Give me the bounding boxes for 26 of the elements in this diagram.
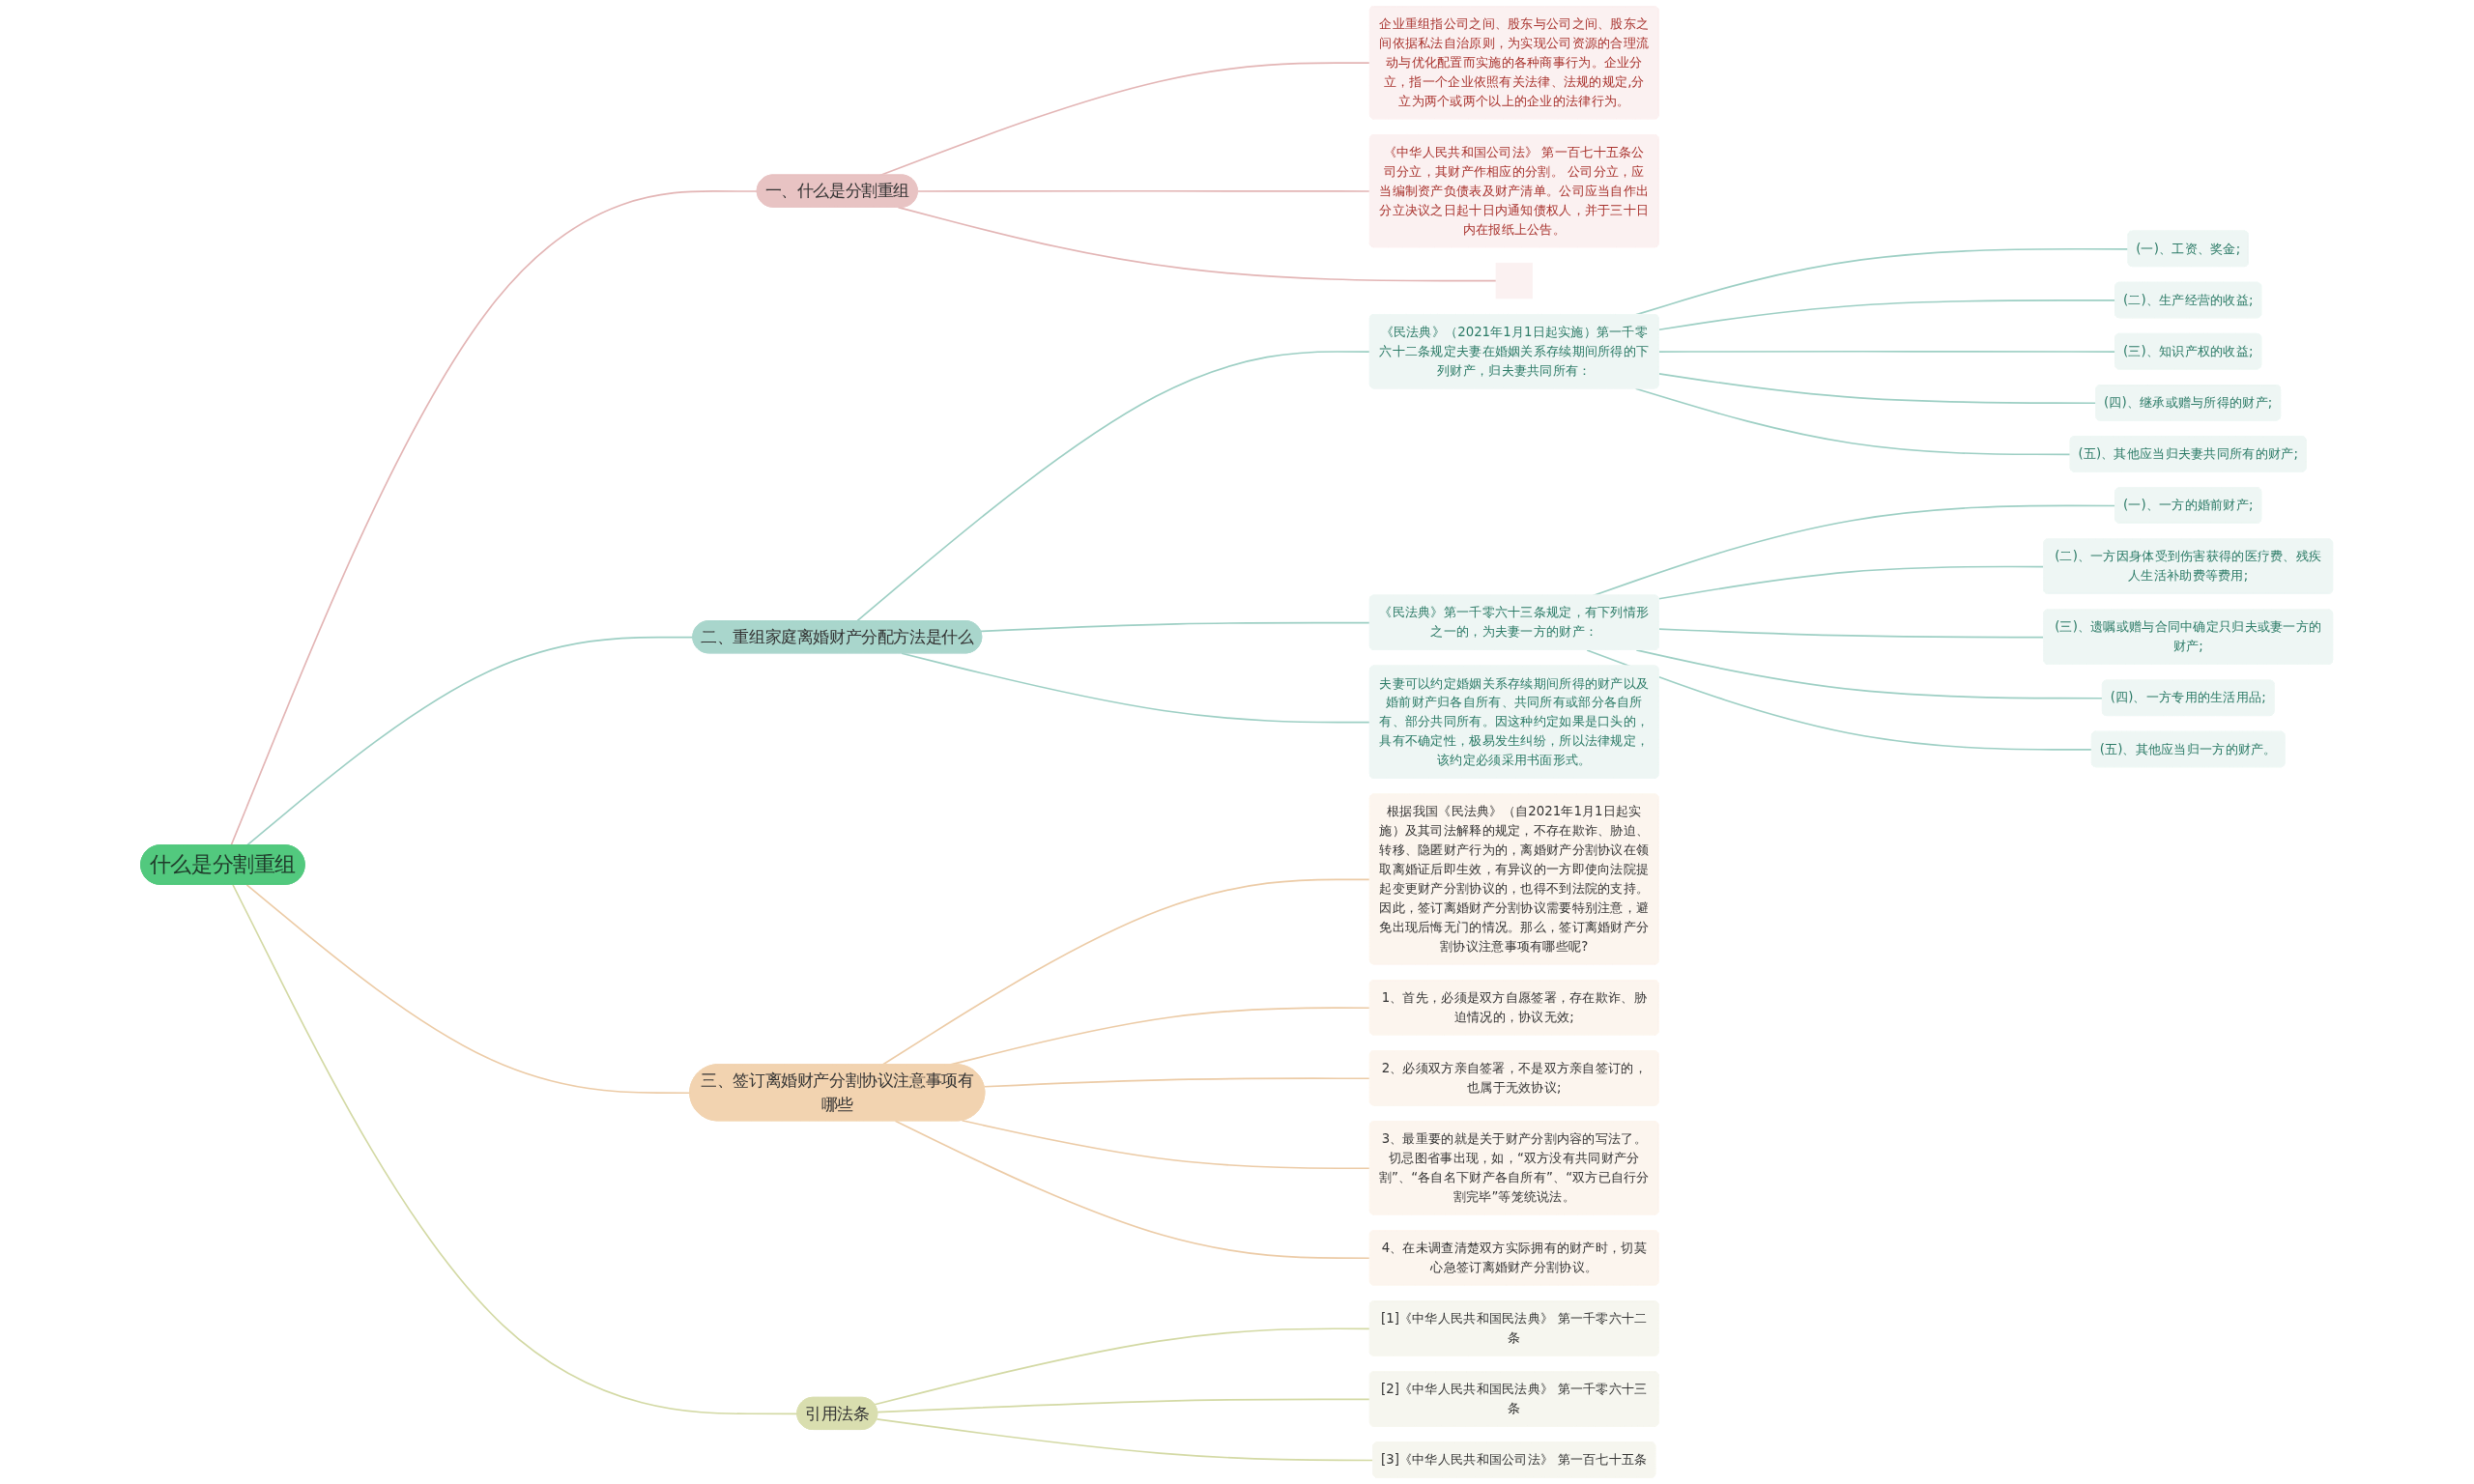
connector [962, 1119, 1371, 1170]
connector [881, 878, 1371, 1066]
connector [898, 206, 1498, 282]
connector [877, 1398, 1371, 1413]
connector [874, 1327, 1371, 1406]
connector [1586, 649, 2093, 751]
connector [1658, 373, 2098, 405]
connector [1635, 387, 2072, 456]
connector [1635, 649, 2104, 699]
connector [901, 652, 1371, 724]
connector [894, 1120, 1371, 1260]
connector [1658, 350, 2117, 353]
connector [230, 190, 759, 846]
connector [1658, 565, 2046, 600]
connector [984, 1077, 1371, 1088]
connector [1658, 300, 2117, 331]
connector [917, 189, 1371, 192]
connector [1658, 628, 2046, 639]
connector [232, 883, 799, 1415]
connector [876, 1418, 1375, 1462]
connector [855, 351, 1371, 622]
connector [879, 62, 1371, 177]
node-box [1496, 262, 1534, 300]
connector [980, 621, 1371, 633]
connector [245, 883, 692, 1095]
connector [245, 636, 695, 846]
